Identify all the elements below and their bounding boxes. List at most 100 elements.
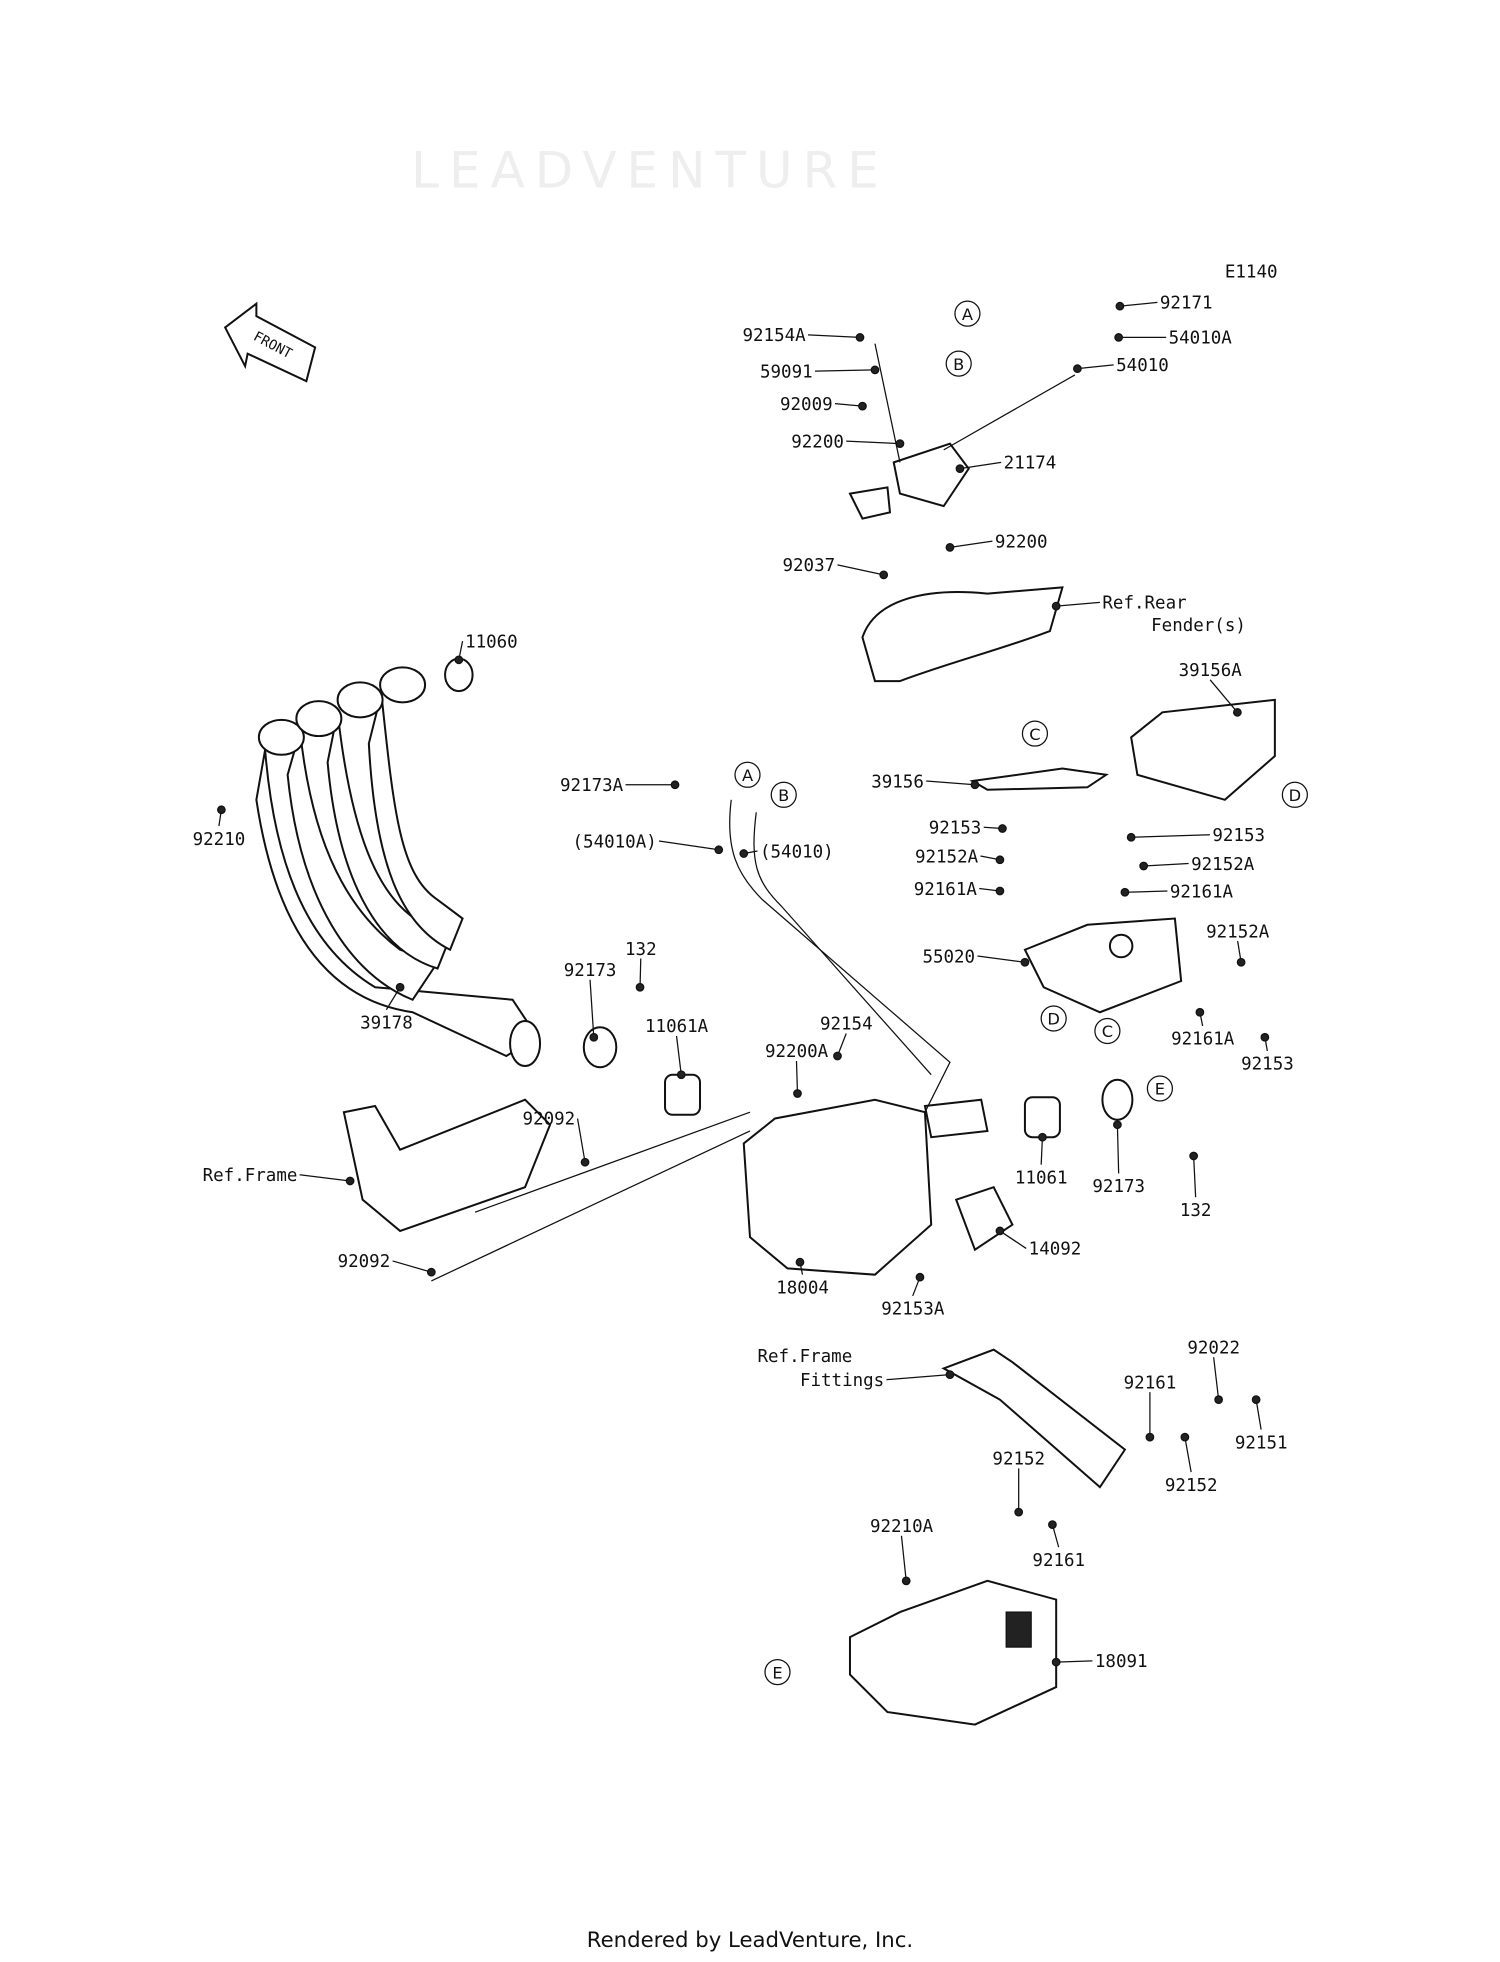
fastener-icon xyxy=(1145,1432,1155,1442)
fastener-icon xyxy=(1051,601,1061,611)
part-label[interactable]: 92171 xyxy=(1160,294,1213,314)
part-label[interactable]: 18004 xyxy=(776,1278,829,1298)
fastener-icon xyxy=(1120,887,1130,897)
part-label[interactable]: 92173 xyxy=(564,961,617,981)
part-label[interactable]: 92152A xyxy=(915,847,979,867)
fastener-icon xyxy=(855,333,865,342)
part-label[interactable]: 92154 xyxy=(820,1015,873,1035)
part-label[interactable]: 92200 xyxy=(791,432,844,452)
part-label[interactable]: 54010A xyxy=(1169,329,1233,349)
part-label[interactable]: 92154A xyxy=(743,326,807,346)
fastener-icon xyxy=(1114,333,1124,342)
leader-line xyxy=(1077,364,1114,370)
part-label[interactable]: Ref.Frame xyxy=(203,1166,298,1186)
fastener-icon xyxy=(1126,832,1136,842)
part-label[interactable]: 92161A xyxy=(1170,882,1234,902)
fastener-icon xyxy=(395,982,405,992)
clamp-92173 xyxy=(582,1026,618,1069)
leader-line xyxy=(999,1230,1027,1249)
fastener-icon xyxy=(995,855,1005,865)
part-label[interactable]: 11061 xyxy=(1015,1168,1068,1188)
part-label[interactable]: 92092 xyxy=(338,1252,391,1272)
part-label[interactable]: (54010) xyxy=(760,842,834,862)
chamber-18004 xyxy=(742,1098,933,1276)
callout-circle xyxy=(764,1658,791,1686)
part-label[interactable]: 92037 xyxy=(782,556,835,576)
callout-circle xyxy=(954,300,981,327)
part-label[interactable]: 59091 xyxy=(760,362,813,382)
part-label[interactable]: 92161 xyxy=(1032,1551,1085,1571)
part-label[interactable]: 92022 xyxy=(1187,1338,1240,1358)
part-label[interactable]: 92161A xyxy=(914,880,978,900)
part-label[interactable]: 92092 xyxy=(523,1110,576,1130)
part-label[interactable]: Fender(s) xyxy=(1151,616,1246,636)
part-label[interactable]: 132 xyxy=(625,940,657,960)
leader-line xyxy=(385,986,401,1011)
part-label[interactable]: 39178 xyxy=(360,1013,413,1033)
part-label[interactable]: 92152A xyxy=(1206,922,1270,942)
callout-letter: B xyxy=(953,355,964,374)
part-label[interactable]: 92173 xyxy=(1092,1177,1145,1197)
part-label[interactable]: 18091 xyxy=(1095,1652,1148,1672)
part-label[interactable]: 92161A xyxy=(1171,1030,1235,1050)
fastener-icon xyxy=(1233,707,1242,717)
leader-line xyxy=(837,564,884,576)
part-label[interactable]: 14092 xyxy=(1029,1240,1082,1260)
leader-line xyxy=(1124,890,1168,893)
connector-11061a xyxy=(664,1073,702,1116)
leader-line xyxy=(1056,1660,1093,1663)
part-label[interactable]: 92153A xyxy=(881,1300,945,1320)
part-label[interactable]: Ref.Frame xyxy=(757,1347,852,1367)
fastener-icon xyxy=(1115,301,1125,311)
part-label[interactable]: 132 xyxy=(1180,1201,1212,1221)
part-label[interactable]: 92210 xyxy=(193,830,246,850)
part-label[interactable]: 11061A xyxy=(645,1017,709,1037)
fastener-icon xyxy=(426,1267,436,1277)
part-label[interactable]: 92152A xyxy=(1191,855,1255,875)
part-label[interactable]: 55020 xyxy=(922,947,975,967)
part-label[interactable]: 92009 xyxy=(780,395,833,415)
fastener-icon xyxy=(945,1370,955,1380)
fastener-icon xyxy=(879,570,889,580)
part-label[interactable]: 54010 xyxy=(1116,356,1169,376)
part-label[interactable]: 92153 xyxy=(1212,826,1265,846)
leader-line xyxy=(1143,862,1189,867)
leader-line xyxy=(807,334,861,339)
part-label[interactable]: 39156 xyxy=(871,772,924,792)
fastener-icon xyxy=(1195,1007,1205,1017)
part-label[interactable]: 92152 xyxy=(992,1450,1045,1470)
part-label[interactable]: 92151 xyxy=(1235,1433,1288,1453)
part-label[interactable]: Ref.Rear xyxy=(1102,594,1186,614)
part-label[interactable]: (54010A) xyxy=(573,832,657,852)
part-label[interactable]: 39156A xyxy=(1179,661,1243,681)
callout-letter: B xyxy=(778,786,789,805)
part-label[interactable]: 92173A xyxy=(560,776,624,796)
fastener-icon xyxy=(858,401,867,411)
leader-line xyxy=(795,1060,799,1094)
part-label[interactable]: 92200A xyxy=(765,1042,829,1062)
leader-line xyxy=(959,461,1002,470)
callout-letter: A xyxy=(962,305,973,324)
fastener-icon xyxy=(1073,364,1082,374)
leader-line xyxy=(576,1118,586,1163)
leader-line xyxy=(1056,601,1100,607)
part-label[interactable]: 92161 xyxy=(1124,1373,1177,1393)
fastener-icon xyxy=(589,1032,599,1042)
part-label[interactable]: Fittings xyxy=(800,1371,884,1391)
part-label[interactable]: 92153 xyxy=(929,819,982,839)
leader-line xyxy=(658,840,719,851)
part-label[interactable]: 92200 xyxy=(995,532,1048,552)
part-label[interactable]: 11060 xyxy=(465,632,518,652)
ref-frame xyxy=(342,1098,552,1233)
part-label[interactable]: 92210A xyxy=(870,1517,934,1537)
fastener-icon xyxy=(995,1226,1005,1236)
part-label[interactable]: 21174 xyxy=(1004,454,1057,474)
front-arrow-icon: FRONT xyxy=(223,301,317,383)
fastener-icon xyxy=(1113,1120,1122,1130)
fastener-icon xyxy=(1180,1432,1190,1442)
heat-shield-39156a xyxy=(1130,698,1276,801)
part-label[interactable]: 92152 xyxy=(1165,1476,1218,1496)
part-label[interactable]: 92153 xyxy=(1241,1055,1294,1075)
